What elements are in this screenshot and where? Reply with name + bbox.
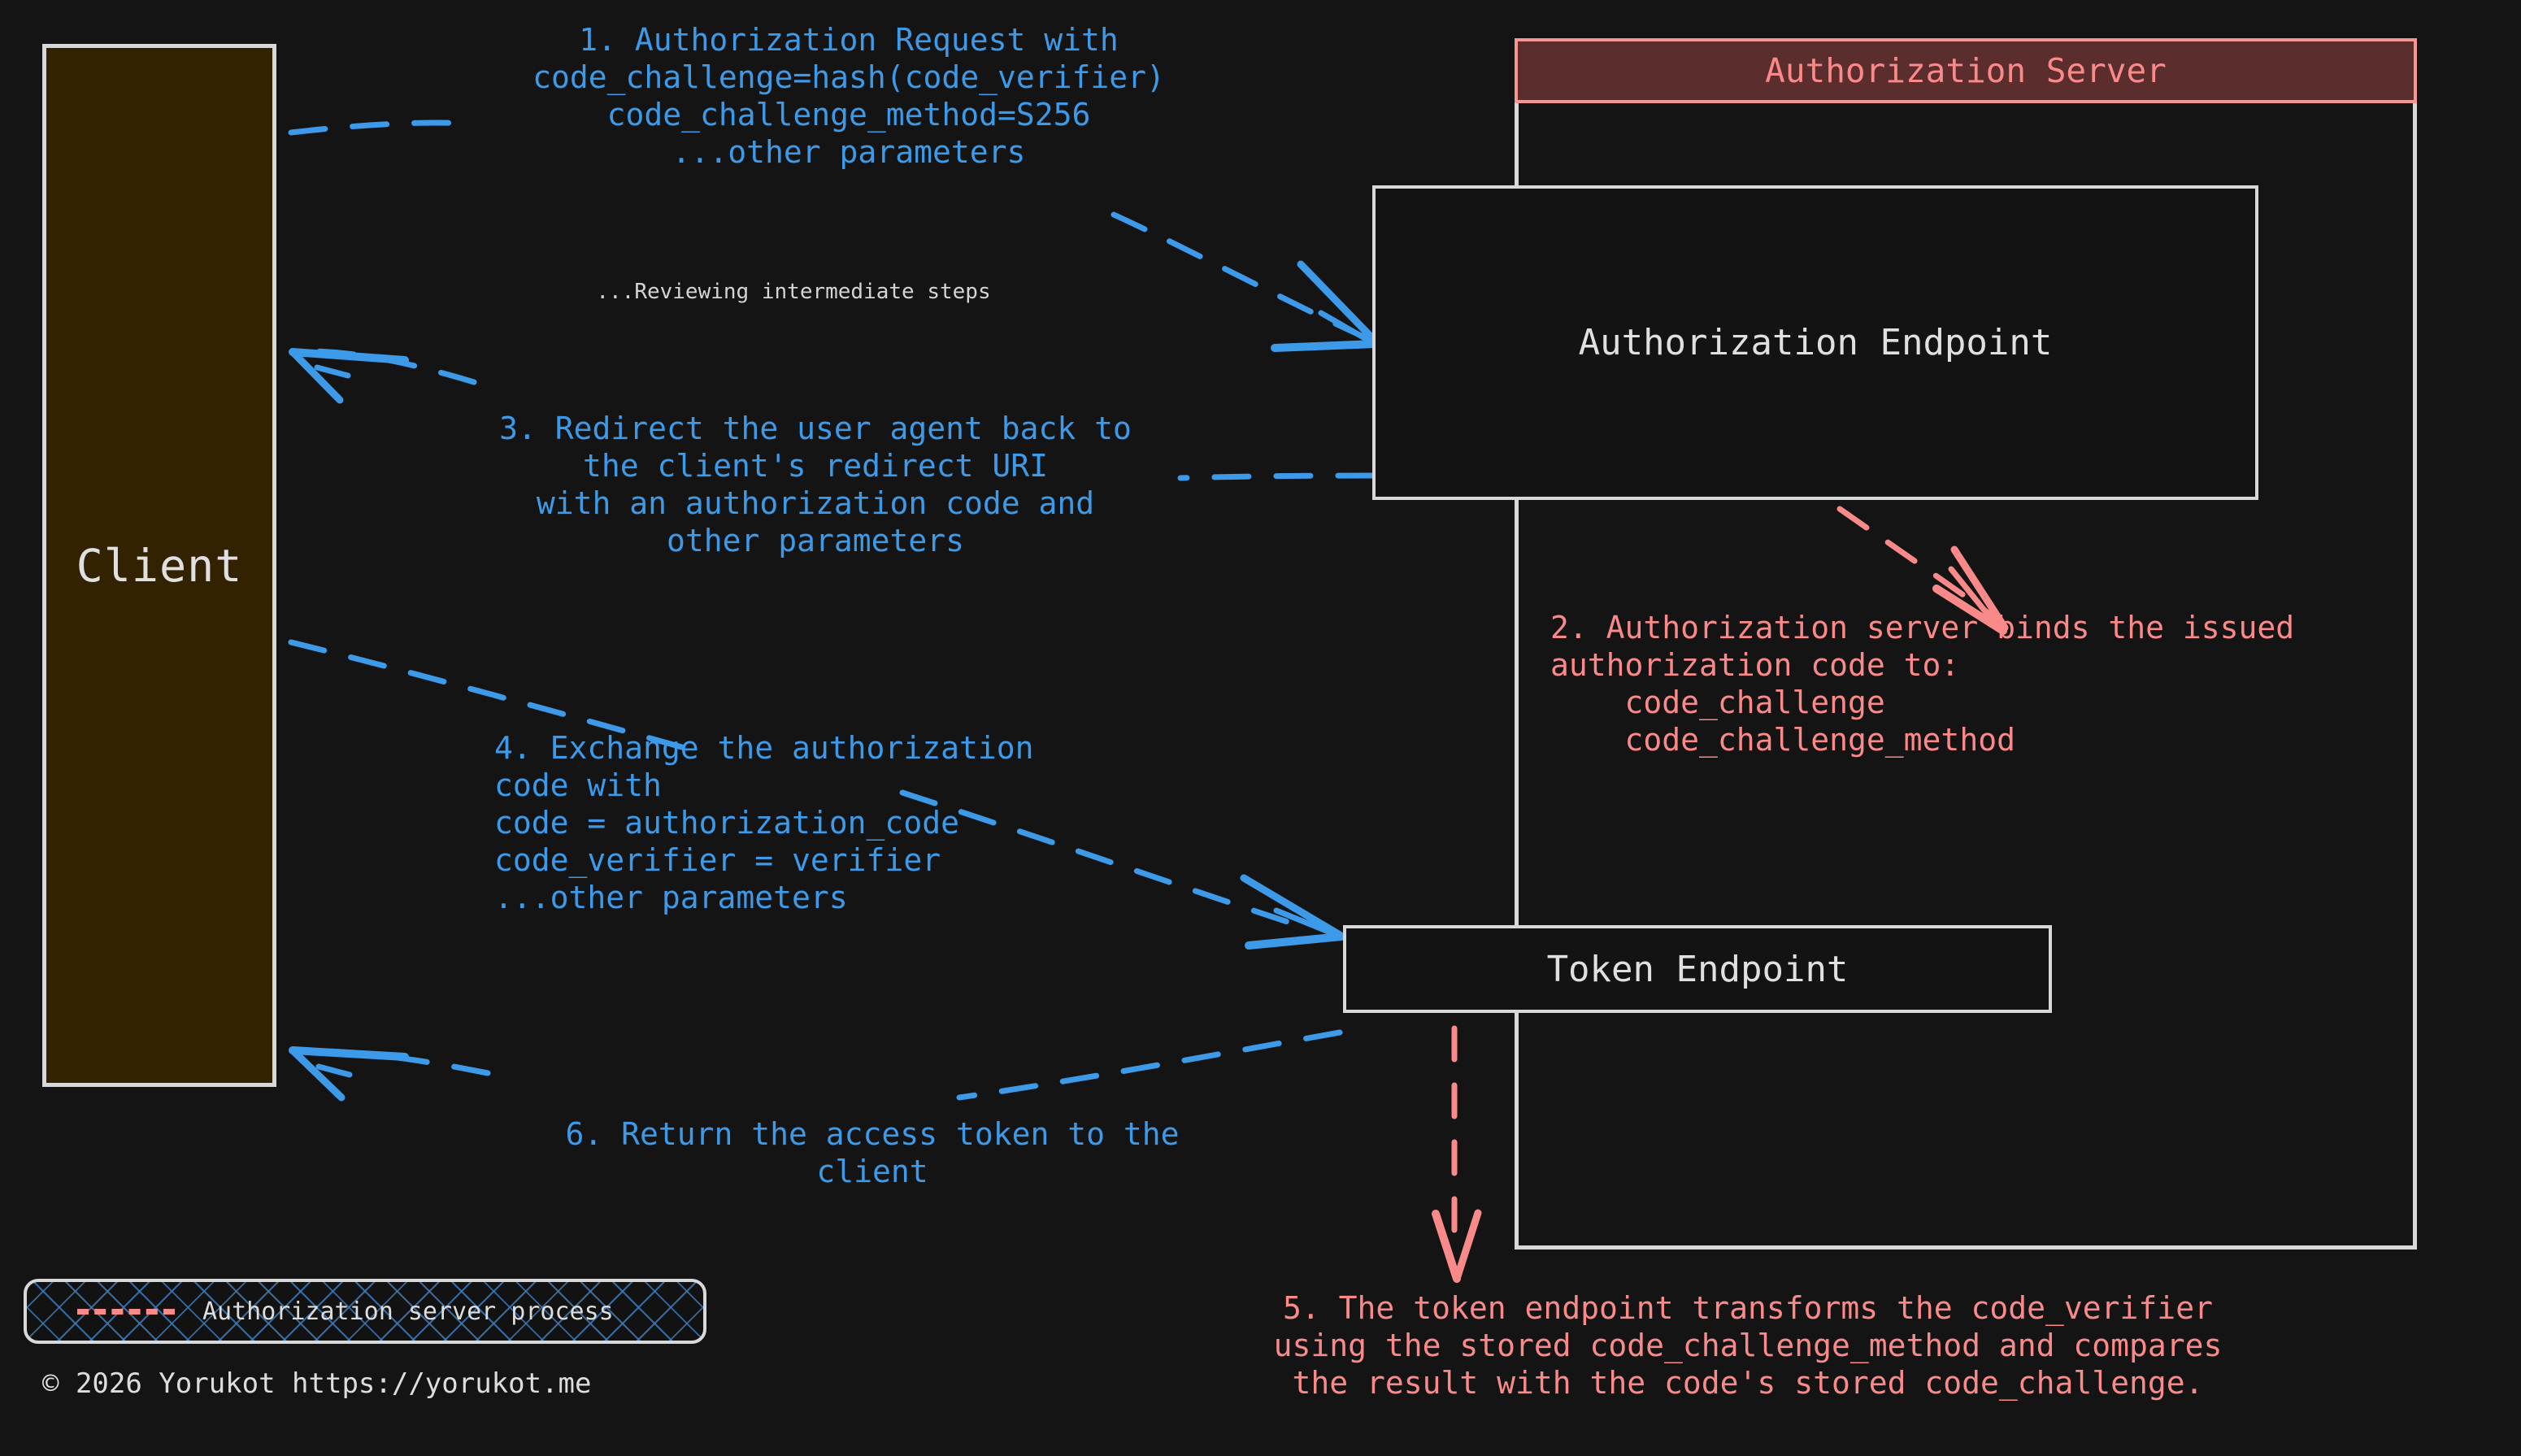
authorization-endpoint-label: Authorization Endpoint (1578, 322, 2053, 363)
edge-label-step2: 2. Authorization server binds the issued… (1550, 610, 2295, 758)
client-node[interactable]: Client (42, 44, 276, 1087)
legend-label: Authorization server process (202, 1297, 614, 1326)
authorization-server-title: Authorization Server (1765, 51, 2167, 90)
edge-step6-token-endpoint-to-client (289, 1029, 1343, 1102)
client-label: Client (76, 539, 243, 592)
legend-dashed-line-icon (77, 1308, 175, 1315)
edge-label-step4: 4. Exchange the authorization code with … (494, 730, 1034, 915)
token-endpoint-label: Token Endpoint (1546, 948, 1849, 990)
edge-label-step3: 3. Redirect the user agent back to the c… (499, 411, 1132, 558)
edge-step2-authorization-endpoint-binding (1836, 506, 2009, 635)
edge-step1-client-to-authorization-endpoint (288, 120, 1380, 352)
edge-step3-authorization-endpoint-to-client (289, 348, 1376, 481)
edge-label-step1: 1. Authorization Request with code_chall… (532, 22, 1165, 170)
edge-label-step6: 6. Return the access token to the client (565, 1116, 1180, 1189)
legend: Authorization server process (24, 1279, 706, 1344)
edge-label-step5: 5. The token endpoint transforms the cod… (1273, 1290, 2223, 1401)
authorization-server-header: Authorization Server (1515, 38, 2417, 103)
edge-step5-token-endpoint-verification (1432, 1025, 1482, 1283)
copyright-text: © 2026 Yorukot https://yorukot.me (42, 1367, 592, 1400)
edge-step4-client-to-token-endpoint (288, 639, 1345, 950)
token-endpoint-node[interactable]: Token Endpoint (1343, 925, 2052, 1013)
authorization-endpoint-node[interactable]: Authorization Endpoint (1372, 185, 2258, 500)
edge-label-reviewing-intermediate-steps: ...Reviewing intermediate steps (596, 280, 991, 304)
